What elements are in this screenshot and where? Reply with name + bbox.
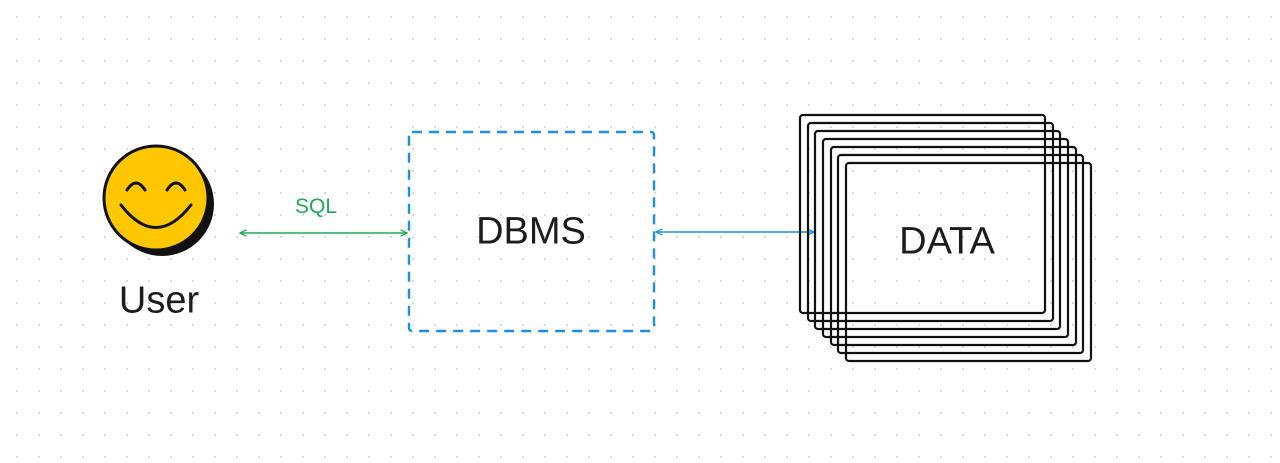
data-frame bbox=[844, 161, 1093, 363]
dbms-label: DBMS bbox=[476, 210, 586, 253]
user-label: User bbox=[118, 279, 200, 322]
data-frame bbox=[798, 113, 1047, 315]
data-frame bbox=[813, 129, 1062, 331]
smiling-face-icon bbox=[102, 144, 214, 256]
data-label: DATA bbox=[899, 220, 995, 263]
data-frame bbox=[836, 153, 1085, 355]
data-stack bbox=[798, 113, 1093, 363]
sql-label: SQL bbox=[294, 195, 338, 218]
dbms-box bbox=[407, 130, 656, 333]
data-frame bbox=[829, 145, 1078, 347]
data-frame bbox=[821, 137, 1070, 339]
data-frame bbox=[806, 121, 1055, 323]
